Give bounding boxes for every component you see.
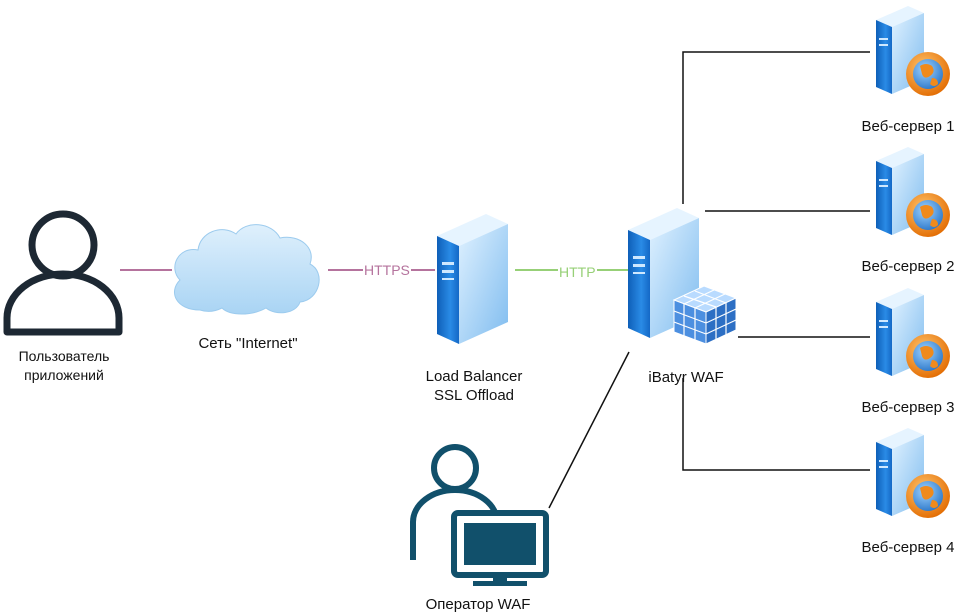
server-3-label: Веб-сервер 3: [861, 399, 955, 416]
edge-waf-server-4: [682, 378, 870, 471]
https-edge-label: HTTPS: [363, 262, 411, 278]
operator-icon: [410, 444, 549, 586]
server-4-label: Веб-сервер 4: [861, 539, 955, 556]
web-server-icon: [876, 6, 950, 96]
edge-waf-server-1: [682, 51, 870, 204]
firewall-icon: [628, 208, 738, 345]
web-servers: [876, 6, 950, 518]
lb-label: Load Balancer SSL Offload: [400, 367, 548, 405]
globe-icon: [906, 52, 950, 96]
http-edge-label: HTTP: [558, 264, 597, 280]
server-1-label: Веб-сервер 1: [861, 118, 955, 135]
web-server-icon: [876, 288, 950, 378]
edge-operator-waf: [548, 351, 630, 509]
web-server-icon: [876, 147, 950, 237]
globe-icon: [906, 474, 950, 518]
operator-label: Оператор WAF: [425, 596, 531, 613]
user-label-line1: Пользователь: [18, 348, 110, 364]
waf-label: iBatyr WAF: [648, 369, 724, 386]
cloud-label: Сеть "Internet": [198, 335, 298, 352]
cloud-icon: [174, 224, 320, 315]
server-icon: [437, 214, 508, 344]
connections: [120, 51, 870, 509]
web-server-icon: [876, 428, 950, 518]
waf-cube-icon: [672, 285, 738, 345]
lb-label-line1: Load Balancer: [425, 368, 523, 385]
globe-icon: [906, 334, 950, 378]
user-label: Пользователь приложений: [0, 347, 128, 385]
lb-label-line2: SSL Offload: [433, 387, 515, 404]
user-label-line2: приложений: [24, 367, 104, 383]
server-2-label: Веб-сервер 2: [861, 258, 955, 275]
person-icon: [3, 210, 123, 336]
globe-icon: [906, 193, 950, 237]
